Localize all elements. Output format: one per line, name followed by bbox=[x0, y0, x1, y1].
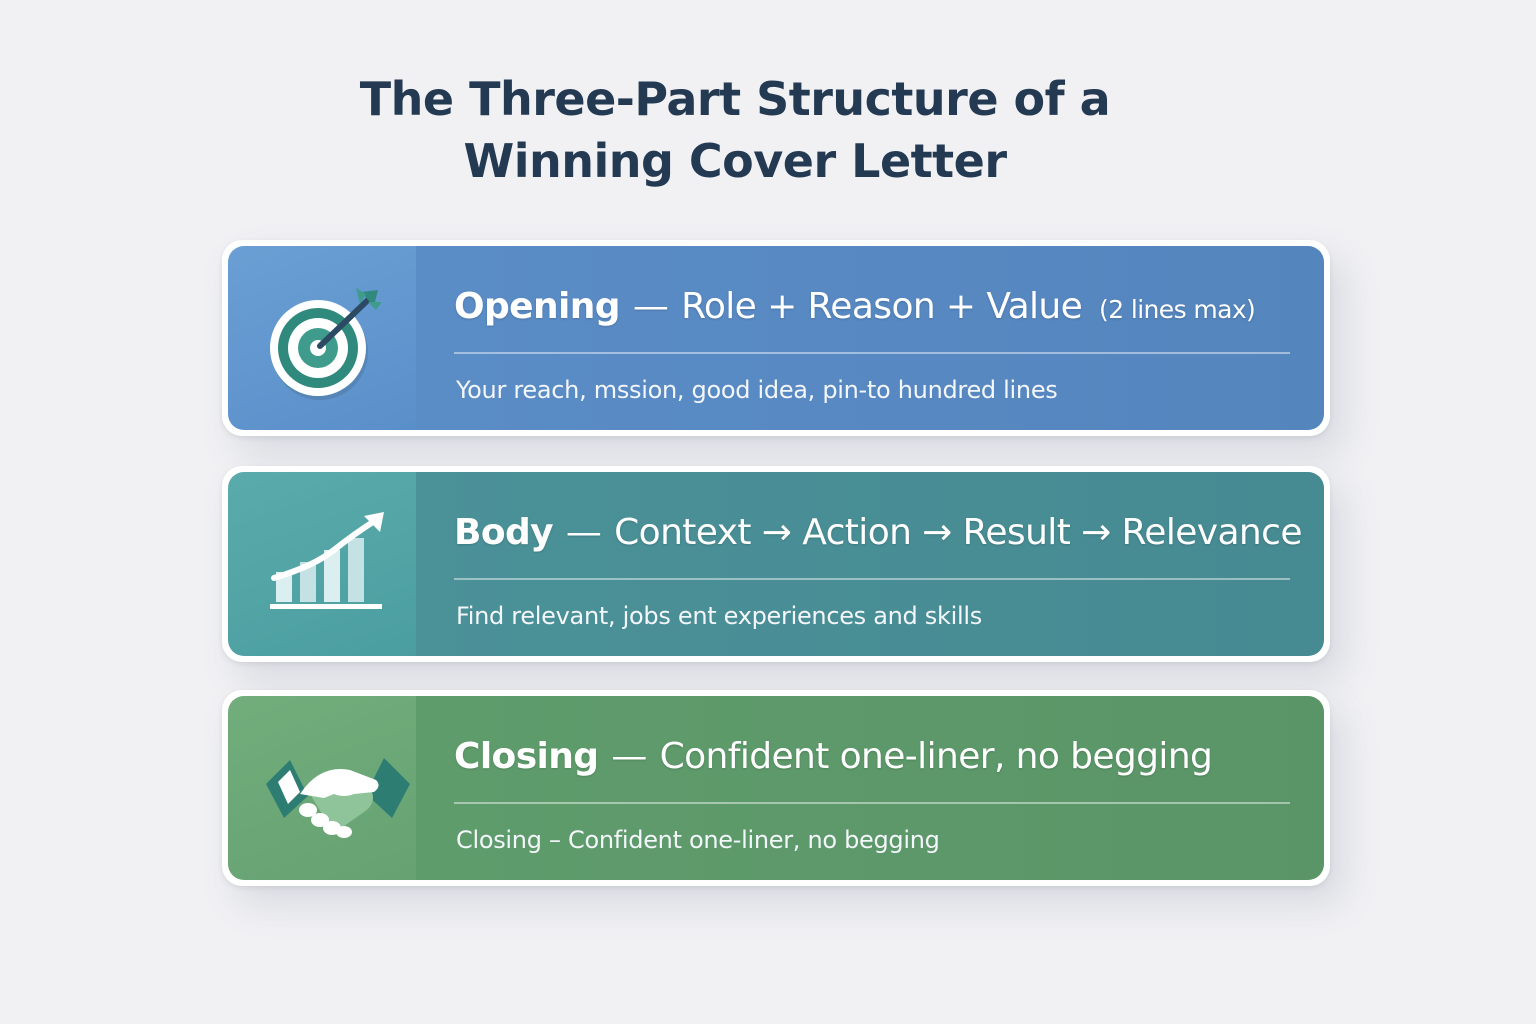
body-subtext: Find relevant, jobs ent experiences and … bbox=[456, 602, 982, 630]
opening-subtext: Your reach, mssion, good idea, pin-to hu… bbox=[456, 376, 1058, 404]
body-heading-dash: — bbox=[565, 512, 602, 553]
opening-heading-formula: Role + Reason + Value bbox=[681, 286, 1083, 327]
title-line-2: Winning Cover Letter bbox=[463, 134, 1007, 188]
closing-heading-dash: — bbox=[611, 736, 647, 777]
opening-heading: Opening — Role + Reason + Value (2 lines… bbox=[454, 282, 1304, 335]
closing-subtext: Closing – Confident one-liner, no beggin… bbox=[456, 826, 940, 854]
body-content: Body — Context → Action → Result → Relev… bbox=[416, 472, 1324, 656]
closing-content: Closing — Confident one-liner, no beggin… bbox=[416, 696, 1324, 880]
closing-card: Closing — Confident one-liner, no beggin… bbox=[222, 690, 1330, 886]
body-divider bbox=[454, 578, 1290, 580]
closing-heading-formula: Confident one-liner, no begging bbox=[659, 736, 1213, 777]
body-heading-formula: Context → Action → Result → Relevance bbox=[614, 512, 1302, 553]
opening-heading-lead: Opening bbox=[454, 286, 621, 327]
opening-heading-note: (2 lines max) bbox=[1099, 295, 1256, 324]
growth-chart-icon bbox=[270, 512, 384, 609]
opening-divider bbox=[454, 352, 1290, 354]
opening-card: Opening — Role + Reason + Value (2 lines… bbox=[222, 240, 1330, 436]
body-heading-lead: Body bbox=[454, 512, 554, 553]
closing-heading-lead: Closing bbox=[454, 736, 599, 777]
body-icon-panel bbox=[228, 472, 416, 656]
opening-content: Opening — Role + Reason + Value (2 lines… bbox=[416, 246, 1324, 430]
opening-heading-dash: — bbox=[632, 286, 669, 327]
title-line-1: The Three-Part Structure of a bbox=[359, 72, 1111, 126]
page-title: The Three-Part Structure of a Winning Co… bbox=[0, 68, 1470, 192]
closing-heading: Closing — Confident one-liner, no beggin… bbox=[454, 732, 1304, 782]
opening-icon-panel bbox=[228, 246, 416, 430]
closing-divider bbox=[454, 802, 1290, 804]
closing-icon-panel bbox=[228, 696, 416, 880]
target-icon bbox=[270, 288, 382, 400]
body-heading: Body — Context → Action → Result → Relev… bbox=[454, 508, 1304, 558]
body-card: Body — Context → Action → Result → Relev… bbox=[222, 466, 1330, 662]
handshake-icon bbox=[266, 758, 410, 838]
